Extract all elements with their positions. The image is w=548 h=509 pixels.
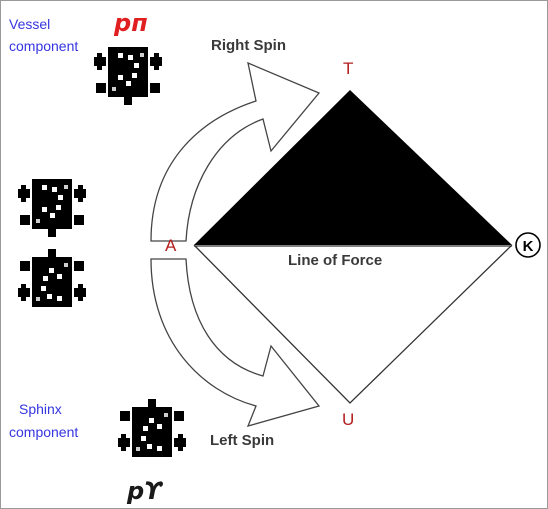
vertex-t-label: T [343, 59, 353, 78]
middle-glyph-top-icon [18, 179, 86, 237]
sphinx-symbol: pϒ [126, 477, 164, 505]
vertex-k-label: K [523, 238, 534, 255]
vertex-a-label: A [165, 236, 177, 255]
vessel-symbol: pᴨ [113, 9, 148, 37]
right-spin-label: Right Spin [211, 37, 286, 54]
upper-triangle [194, 90, 512, 245]
vertex-k-circle [515, 232, 541, 258]
lower-triangle [193, 244, 513, 404]
sphinx-label-line2: component [9, 424, 78, 440]
vertex-u-label: U [342, 410, 354, 429]
left-spin-label: Left Spin [210, 432, 274, 449]
middle-glyph-bottom-icon [18, 249, 86, 307]
vessel-label-line1: Vessel [9, 16, 50, 32]
vessel-label-line2: component [9, 38, 78, 54]
vessel-glyph-icon [94, 47, 162, 105]
sphinx-glyph-icon [118, 399, 186, 457]
left-spin-arrow [150, 258, 321, 427]
sphinx-label-line1: Sphinx [19, 401, 62, 417]
line-of-force-label: Line of Force [288, 252, 382, 269]
right-spin-arrow [150, 61, 321, 242]
